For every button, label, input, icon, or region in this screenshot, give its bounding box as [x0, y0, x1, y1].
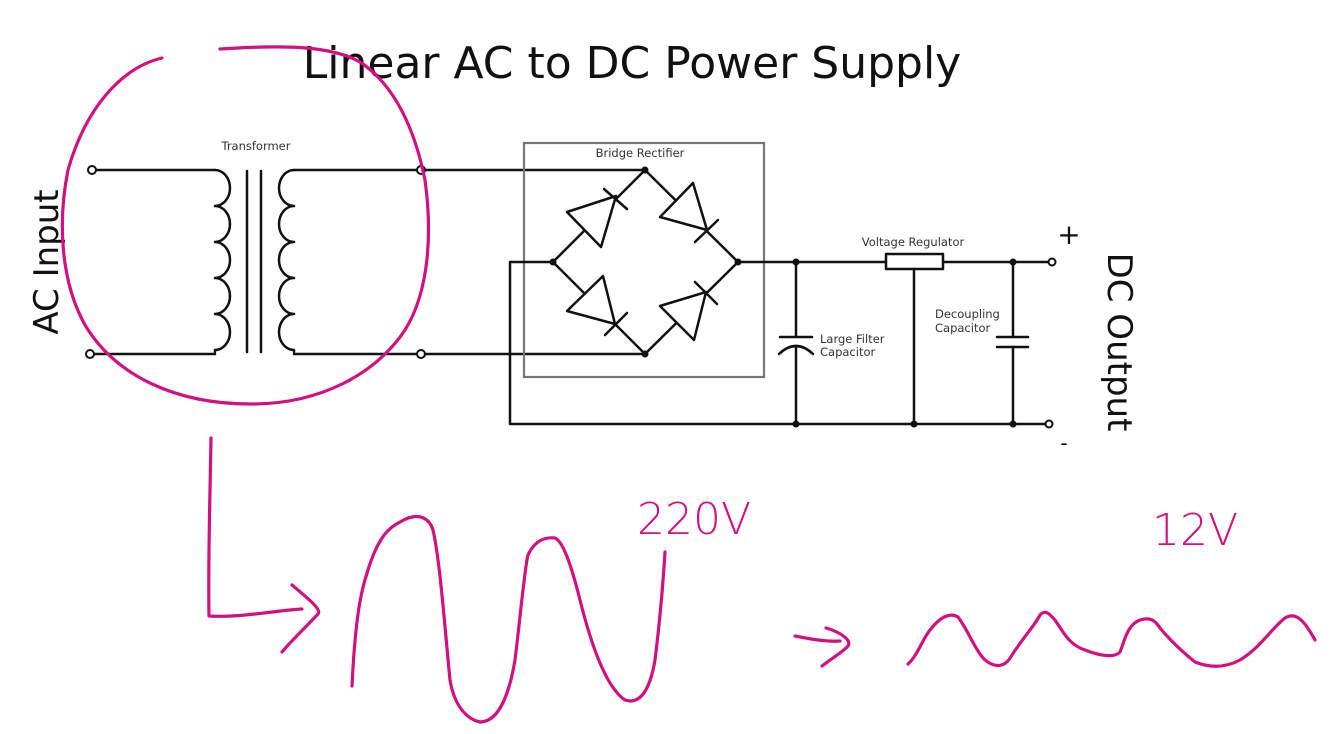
transformer: Transformer [85, 139, 426, 359]
transformer-label: Transformer [220, 139, 290, 153]
diode-bar [693, 218, 720, 244]
diode-icon [658, 290, 708, 342]
diode-bar [693, 280, 719, 306]
diode-bar [602, 187, 629, 211]
annotation-input-waveform [350, 515, 667, 724]
negative-polarity-sign: - [1060, 431, 1067, 455]
bridge-rectifier-label: Bridge Rectifier [596, 146, 685, 160]
decoupling-capacitor-label-line1: Decoupling [935, 307, 1000, 321]
annotation-circle-transformer [60, 45, 431, 406]
voltage-regulator: Voltage Regulator [862, 235, 965, 428]
arrow-head-icon [280, 583, 321, 654]
bridge-rectifier-box [522, 141, 766, 379]
large-filter-capacitor: Large Filter Capacitor [777, 258, 885, 428]
diagram-title: Linear AC to DC Power Supply [303, 38, 961, 89]
dc-output-terminal-negative [1044, 419, 1054, 429]
junction-dot [641, 166, 649, 174]
voltage-regulator-block [884, 252, 945, 271]
secondary-coil-icon [277, 168, 296, 354]
handwritten-annotations: 220V 12V [60, 45, 1317, 724]
ac-input-terminal-top [87, 165, 97, 175]
large-filter-capacitor-label-line2: Capacitor [820, 345, 875, 359]
diode-bar [603, 311, 629, 337]
diode-icon [565, 194, 618, 249]
junction-dot [1009, 420, 1017, 428]
annotation-arrow-to-output [793, 634, 842, 643]
diode-icon [565, 274, 617, 326]
decoupling-capacitor: Decoupling Capacitor [935, 258, 1030, 428]
junction-dot [792, 258, 800, 266]
primary-coil-icon [213, 168, 232, 354]
decoupling-capacitor-label-line2: Capacitor [935, 321, 990, 335]
dc-output-terminal-positive [1047, 257, 1057, 267]
arrow-head-icon [820, 626, 851, 668]
positive-polarity-sign: + [1057, 218, 1080, 251]
dc-output-label: DC Output [1099, 253, 1139, 432]
annotation-l-arrow [207, 436, 304, 618]
annotation-input-voltage: 220V [637, 494, 751, 545]
junction-dot [641, 350, 649, 358]
junction-dot [792, 420, 800, 428]
large-filter-capacitor-label-line1: Large Filter [820, 332, 885, 346]
junction-dot [910, 420, 918, 428]
ac-input-terminal-bottom [85, 349, 95, 359]
annotation-output-waveform [906, 610, 1317, 668]
bridge-rectifier: Bridge Rectifier [522, 141, 766, 379]
diode-icon [658, 181, 709, 232]
ground-return-wire [508, 260, 1050, 426]
annotation-output-voltage: 12V [1152, 505, 1238, 556]
ac-input-label: AC Input [27, 189, 67, 334]
junction-dot [1009, 258, 1017, 266]
voltage-regulator-label: Voltage Regulator [862, 235, 965, 249]
